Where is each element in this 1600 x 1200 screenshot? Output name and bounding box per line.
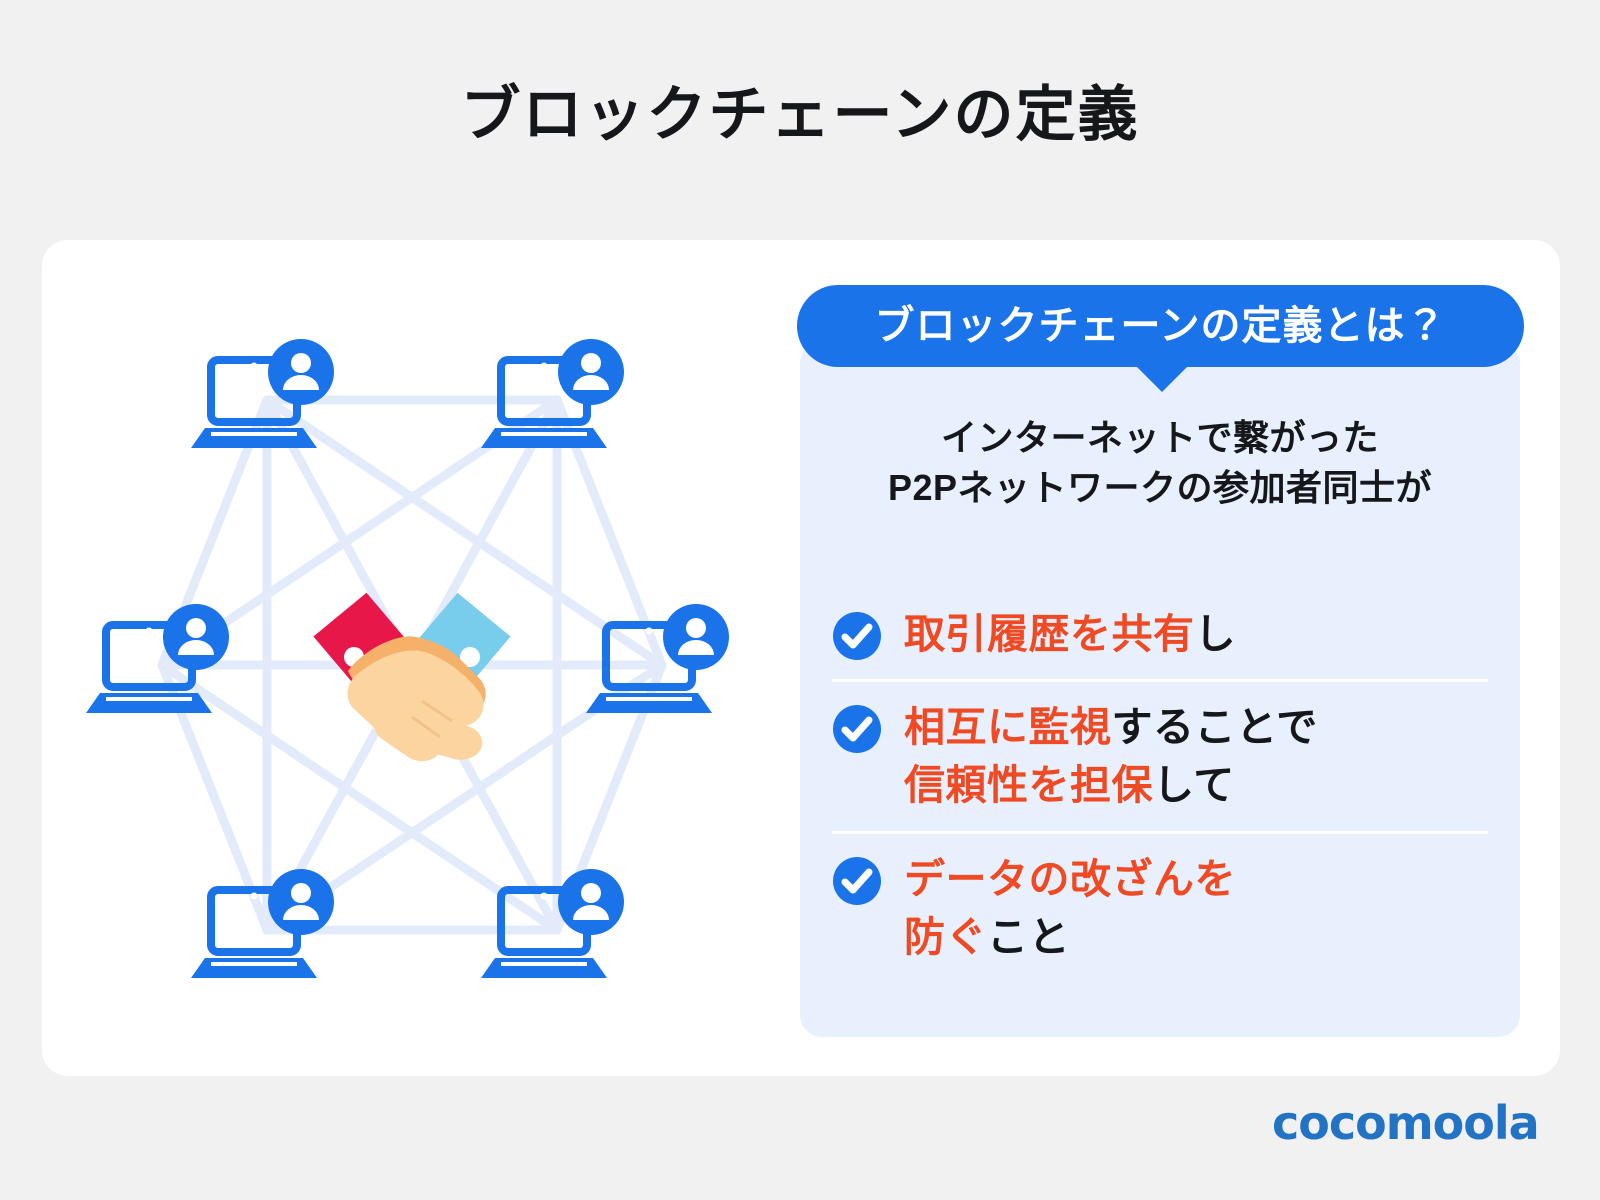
laptop-user-icon	[481, 869, 624, 978]
checklist-plain: こと	[987, 913, 1070, 960]
checklist-highlight: 取引履歴を共有	[904, 611, 1195, 657]
bubble-tail	[1136, 366, 1188, 392]
laptop-user-icon	[586, 604, 729, 713]
definition-header-bubble: ブロックチェーンの定義とは？	[797, 285, 1524, 367]
checklist-plain: して	[1153, 762, 1235, 809]
check-circle-icon	[832, 611, 882, 661]
p2p-network-illustration	[42, 280, 752, 1040]
checklist-item: データの改ざんを 防ぐこと	[832, 850, 1522, 966]
laptop-user-icon	[86, 604, 229, 713]
laptop-user-icon	[481, 339, 624, 448]
checklist-plain: し	[1194, 611, 1236, 657]
cocomoola-logo: cocomoola	[1272, 1096, 1540, 1150]
checklist-plain: することで	[1111, 704, 1318, 751]
definition-panel: ブロックチェーンの定義とは？ インターネットで繋がった P2Pネットワークの参加…	[758, 285, 1538, 1037]
handshake-icon	[313, 592, 511, 762]
checklist-item: 相互に監視することで 信頼性を担保して	[832, 698, 1522, 814]
checklist-item-text: 相互に監視することで 信頼性を担保して	[904, 698, 1318, 814]
checklist-item-text: 取引履歴を共有し	[904, 605, 1236, 663]
checklist-highlight: データの改ざんを	[904, 855, 1236, 902]
laptop-user-icon	[191, 869, 334, 978]
check-circle-icon	[832, 704, 882, 754]
laptop-user-icon	[191, 339, 334, 448]
checklist-highlight: 信頼性を担保	[904, 762, 1153, 809]
checklist-highlight: 防ぐ	[904, 913, 987, 960]
checklist-divider	[832, 830, 1488, 834]
intro-text: インターネットで繋がった P2Pネットワークの参加者同士が	[800, 413, 1520, 512]
definition-header-title: ブロックチェーンの定義とは？	[874, 304, 1447, 348]
checklist-highlight: 相互に監視	[904, 704, 1112, 751]
page-title: ブロックチェーンの定義	[460, 81, 1140, 148]
checklist-item-text: データの改ざんを 防ぐこと	[904, 850, 1236, 966]
content-card: ブロックチェーンの定義とは？ インターネットで繋がった P2Pネットワークの参加…	[42, 240, 1560, 1076]
intro-line-2: P2Pネットワークの参加者同士が	[887, 466, 1433, 508]
check-circle-icon	[832, 856, 882, 906]
intro-line-1: インターネットで繋がった	[940, 417, 1379, 458]
checklist-divider	[832, 679, 1488, 683]
definition-panel-body	[800, 341, 1520, 1037]
definition-checklist: 取引履歴を共有し 相互に監視することで 信頼性を担保して	[832, 605, 1522, 966]
checklist-item: 取引履歴を共有し	[832, 605, 1522, 663]
